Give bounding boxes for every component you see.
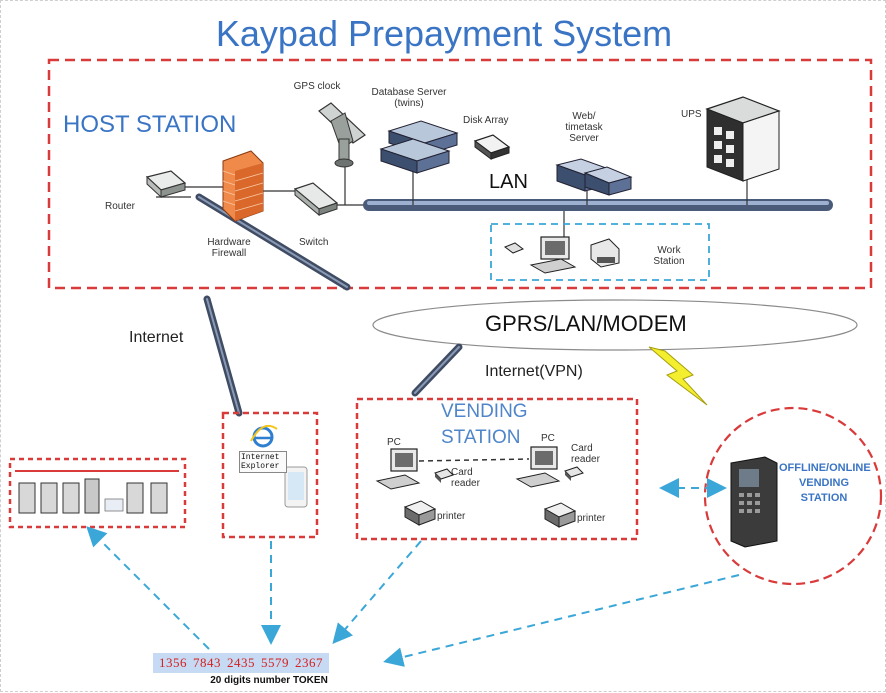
card-reader-right-icon	[564, 466, 584, 481]
work-station-label: Work Station	[653, 245, 685, 267]
token-group: 1356	[153, 653, 193, 673]
meter-icons	[18, 478, 168, 514]
token-group: 7843	[187, 653, 227, 673]
token-group: 5579	[255, 653, 295, 673]
diagram-title: Kaypad Prepayment System	[215, 13, 673, 54]
printer-left-label: printer	[437, 511, 466, 522]
meters-box-frame	[8, 457, 187, 529]
token-group: 2435	[221, 653, 261, 673]
printer-right-icon	[543, 502, 577, 528]
gps-clock-icon	[318, 102, 366, 168]
wireless-bolt-icon	[648, 346, 708, 406]
vending-pc-left-label: PC	[387, 437, 401, 448]
printer-left-icon	[403, 500, 437, 526]
host-station-title: HOST STATION	[63, 111, 237, 138]
arrow-token-meters	[86, 526, 210, 650]
disk-array-icon	[473, 134, 511, 160]
work-station-pc-icon	[503, 236, 620, 274]
router-label: Router	[105, 201, 136, 212]
web-server-icon	[555, 158, 633, 196]
card-reader-left-icon	[434, 468, 454, 483]
network-ellipse	[372, 299, 858, 351]
router-icon	[145, 170, 187, 199]
disk-array-label: Disk Array	[463, 115, 509, 126]
token-caption: 20 digits number TOKEN	[210, 675, 328, 686]
lan-label: LAN	[489, 171, 528, 193]
vending-pc-right-label: PC	[541, 433, 555, 444]
internet-vpn-label: Internet(VPN)	[485, 363, 583, 380]
web-server-label: Web/ timetask Server	[565, 111, 603, 144]
firewall-icon	[222, 150, 264, 222]
database-server-icon	[379, 120, 459, 174]
browser-box-frame	[221, 411, 319, 539]
token-group: 2367	[289, 653, 329, 673]
token-number: 1356 7843 2435 5579 2367	[153, 653, 329, 673]
gps-clock-label: GPS clock	[293, 81, 341, 92]
vending-station-frame	[355, 397, 639, 541]
vending-pc-left-icon	[375, 448, 421, 490]
vending-terminal-icon	[730, 456, 778, 548]
vending-pc-right-icon	[515, 446, 561, 488]
firewall-label: Hardware Firewall	[207, 237, 251, 259]
internet-explorer-icon	[250, 425, 278, 448]
card-reader-right-label: Card reader	[571, 443, 600, 465]
internet-explorer-label: Internet Explorer	[239, 451, 287, 473]
vending-station-title: VENDING STATION	[441, 401, 528, 448]
network-label: GPRS/LAN/MODEM	[485, 311, 687, 336]
offline-station-frame	[703, 406, 883, 586]
switch-icon	[293, 182, 339, 217]
smartphone-icon	[284, 466, 308, 508]
offline-station-label: OFFLINE/ONLINE VENDING STATION	[779, 462, 871, 504]
database-server-label: Database Server (twins)	[371, 87, 447, 109]
arrow-offline-token	[383, 574, 740, 667]
arrow-vending-token	[332, 540, 422, 645]
work-station-frame	[490, 223, 710, 281]
ups-icon	[705, 96, 781, 182]
internet-label: Internet	[129, 329, 184, 346]
host-station-frame	[47, 58, 873, 290]
ups-label: UPS	[681, 109, 702, 120]
printer-right-label: printer	[577, 513, 606, 524]
switch-label: Switch	[299, 237, 329, 248]
card-reader-left-label: Card reader	[451, 467, 480, 489]
